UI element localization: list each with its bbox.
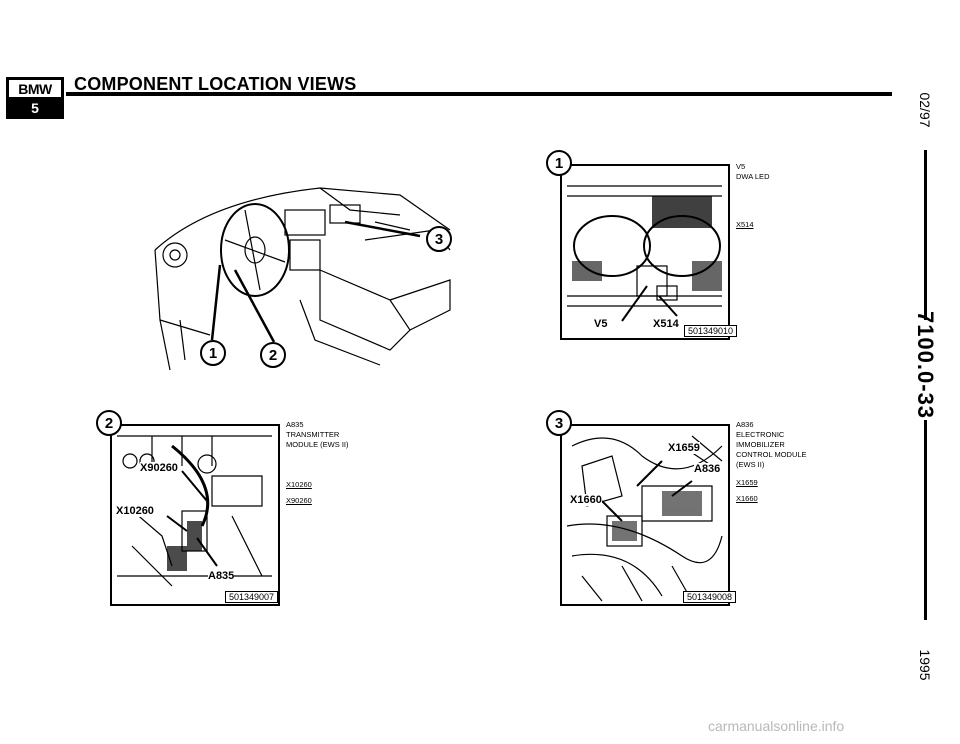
overview-callout-2: 2 [260,342,286,368]
transmitter-module-illustration [117,435,272,587]
logo-bmw-text: BMW [9,80,61,100]
side-divider-bottom [924,420,927,620]
view2-number: 2 [96,410,122,436]
view3-legend: A836 ELECTRONIC IMMOBILIZER CONTROL MODU… [736,420,812,504]
view2-callout-a835: A835 [208,570,235,582]
side-divider-top [924,150,927,320]
watermark: carmanualsonline.info [708,718,845,734]
view3-number: 3 [546,410,572,436]
legend-code: X514 [736,220,754,229]
view1-number: 1 [546,150,572,176]
view1-callout-v5: V5 [594,318,608,330]
view3-callout-x1659: X1659 [668,442,700,454]
view2-photo [110,424,280,606]
view2-callout-x10260: X10260 [116,505,154,517]
revision-date: 02/97 [917,92,933,128]
view2-callout-x90260: X90260 [140,462,178,474]
immobilizer-module-illustration [566,435,723,602]
view3-photo [560,424,730,606]
header-rule [66,92,892,96]
page-title: COMPONENT LOCATION VIEWS [74,74,357,94]
view2-legend: A835 TRANSMITTER MODULE (EWS II) X10260 … [286,420,356,506]
view3-callout-x1660: X1660 [570,494,602,506]
legend-code: V5 [736,162,746,171]
legend-code: A836 [736,420,754,429]
view3-callout-a836: A836 [694,463,721,475]
side-strip: 02/97 7100.0-33 1995 [900,60,950,680]
bmw-5-logo: BMW 5 [6,77,64,119]
legend-code: X1660 [736,494,758,503]
view1-legend: V5 DWA LED X514 [736,162,769,230]
dashboard-illustration [154,187,451,371]
legend-code: X90260 [286,496,312,505]
view3-part-number: 501349008 [683,591,737,603]
dashboard-overview [150,170,460,380]
legend-code: X1659 [736,478,758,487]
view1-callout-x514: X514 [653,318,679,330]
logo-series-number: 5 [31,100,39,116]
overview-callout-3: 3 [426,226,452,252]
model-year: 1995 [917,649,933,681]
overview-callout-1: 1 [200,340,226,366]
legend-desc: TRANSMITTER MODULE (EWS II) [286,430,349,449]
legend-code: X10260 [286,480,312,489]
legend-desc: DWA LED [736,172,770,181]
view2-part-number: 501349007 [225,591,279,603]
legend-desc: ELECTRONIC IMMOBILIZER CONTROL MODULE (E… [736,430,807,469]
instrument-cluster-illustration [567,185,722,322]
page-number: 7100.0-33 [913,310,938,420]
view1-part-number: 501349010 [684,325,738,337]
legend-code: A835 [286,420,304,429]
view1-photo [560,164,730,340]
